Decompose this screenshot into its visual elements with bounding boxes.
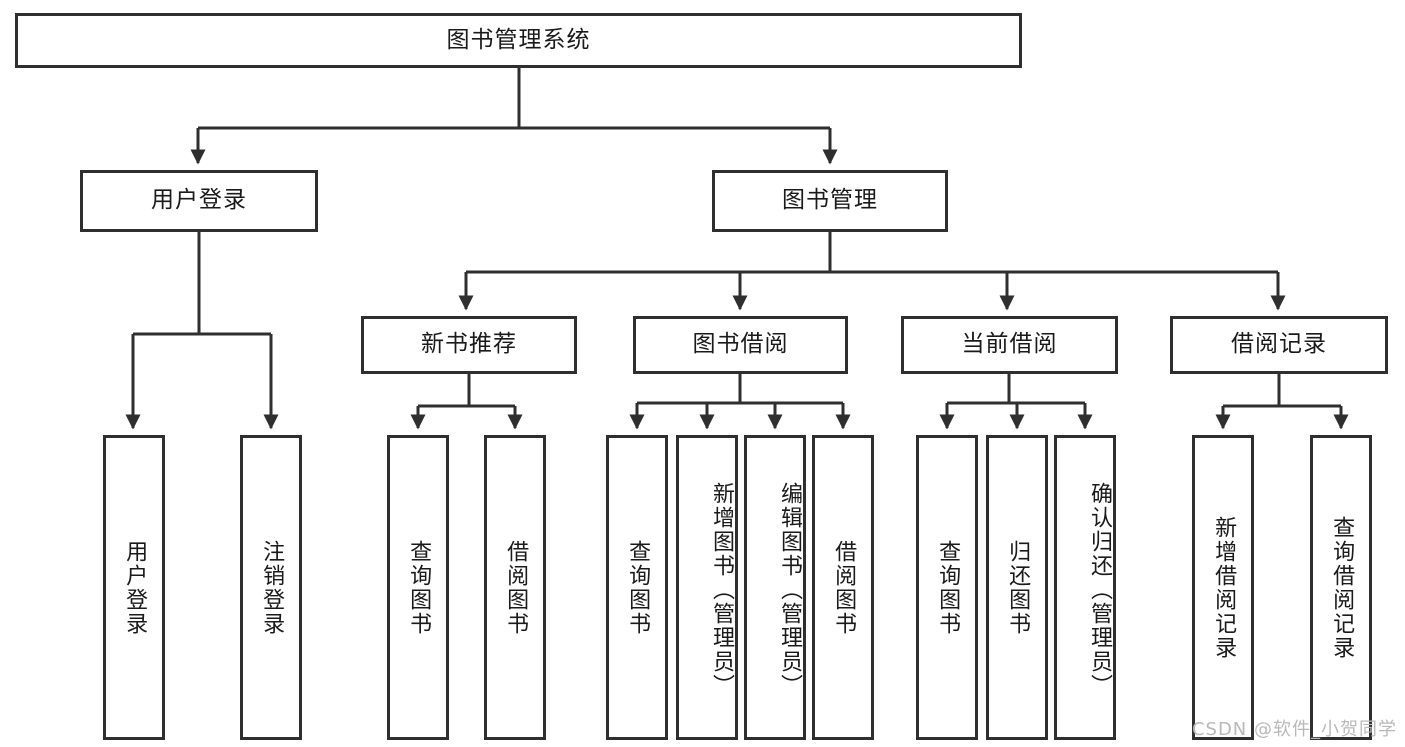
- node-leaf-add-record-label: 新增借阅记录: [1211, 515, 1237, 660]
- node-current-borrow-label: 当前借阅: [961, 331, 1058, 358]
- node-leaf-borrow-book-label: 借阅图书: [831, 539, 857, 636]
- node-book-borrow-label: 图书借阅: [692, 331, 789, 358]
- node-new-book-rec-label: 新书推荐: [421, 331, 517, 358]
- node-leaf-query-book-rec[interactable]: 查询图书: [387, 435, 449, 740]
- node-leaf-return-book[interactable]: 归还图书: [986, 435, 1048, 740]
- node-leaf-add-book[interactable]: 新增图书（管理员）: [676, 435, 738, 740]
- node-leaf-borrow-book-rec[interactable]: 借阅图书: [484, 435, 546, 740]
- node-leaf-borrow-book[interactable]: 借阅图书: [812, 435, 874, 740]
- node-leaf-edit-book[interactable]: 编辑图书（管理员）: [744, 435, 806, 740]
- node-leaf-query-book-current[interactable]: 查询图书: [916, 435, 978, 740]
- node-leaf-user-login-label: 用户登录: [122, 539, 148, 636]
- node-leaf-user-logout[interactable]: 注销登录: [240, 435, 302, 740]
- node-leaf-user-login[interactable]: 用户登录: [103, 435, 165, 740]
- node-leaf-return-book-label: 归还图书: [1005, 539, 1031, 636]
- node-book-manage[interactable]: 图书管理: [712, 170, 948, 232]
- node-leaf-user-logout-label: 注销登录: [259, 539, 285, 636]
- node-leaf-edit-book-label: 编辑图书（管理员）: [777, 481, 802, 698]
- node-leaf-query-record[interactable]: 查询借阅记录: [1310, 435, 1372, 740]
- node-book-borrow[interactable]: 图书借阅: [633, 316, 848, 374]
- node-leaf-confirm-return[interactable]: 确认归还（管理员）: [1054, 435, 1116, 740]
- node-root[interactable]: 图书管理系统: [15, 13, 1022, 68]
- node-borrow-record-label: 借阅记录: [1231, 331, 1327, 358]
- node-leaf-borrow-book-rec-label: 借阅图书: [503, 539, 529, 636]
- node-leaf-query-record-label: 查询借阅记录: [1329, 515, 1355, 660]
- node-leaf-add-record[interactable]: 新增借阅记录: [1192, 435, 1254, 740]
- node-current-borrow[interactable]: 当前借阅: [901, 316, 1118, 374]
- node-user-login[interactable]: 用户登录: [80, 170, 318, 232]
- node-leaf-query-book-rec-label: 查询图书: [406, 539, 432, 636]
- node-book-manage-label: 图书管理: [782, 187, 878, 214]
- csdn-watermark: CSDN @软件_小贺同学: [1191, 719, 1397, 740]
- node-new-book-rec[interactable]: 新书推荐: [361, 316, 577, 374]
- node-leaf-query-book-current-label: 查询图书: [935, 539, 961, 636]
- node-leaf-query-book-borrow[interactable]: 查询图书: [606, 435, 668, 740]
- node-leaf-add-book-label: 新增图书（管理员）: [709, 481, 734, 698]
- node-borrow-record[interactable]: 借阅记录: [1170, 316, 1388, 374]
- node-root-label: 图书管理系统: [446, 26, 591, 53]
- node-leaf-query-book-borrow-label: 查询图书: [625, 539, 651, 636]
- node-user-login-label: 用户登录: [151, 187, 247, 214]
- node-leaf-confirm-return-label: 确认归还（管理员）: [1087, 481, 1112, 698]
